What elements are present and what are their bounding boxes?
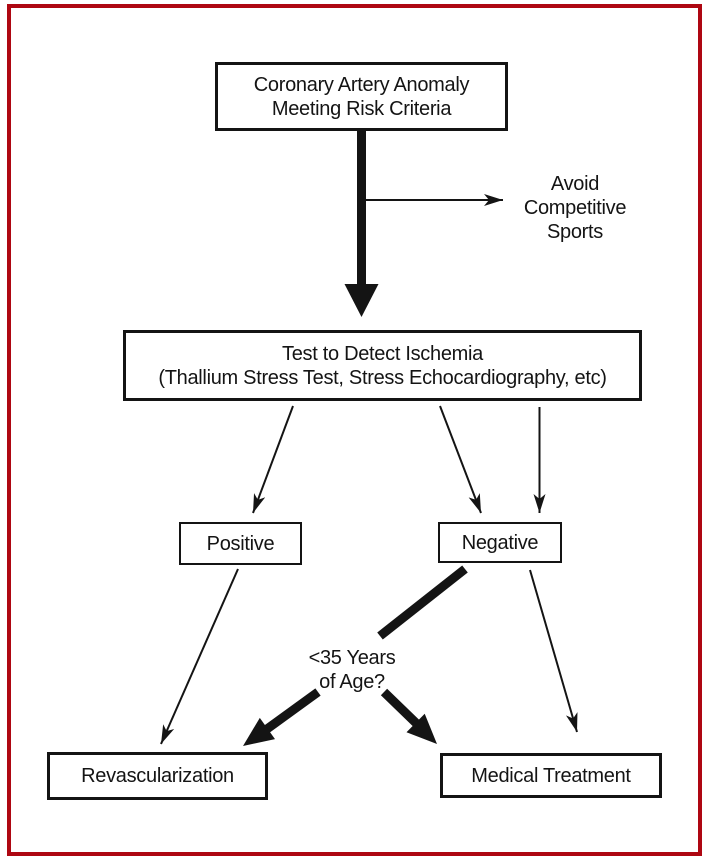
arrow-test-to-positive	[252, 405, 294, 514]
node-test-ischemia: Test to Detect Ischemia (Thallium Stress…	[123, 330, 642, 401]
avoid-line3: Sports	[546, 221, 603, 243]
node-revascularization: Revascularization	[47, 752, 268, 800]
age-line1: <35 Years	[308, 647, 396, 669]
arrow-test-to-negative-diagonal	[439, 405, 482, 514]
node-test-line2: (Thallium Stress Test, Stress Echocardio…	[158, 366, 607, 389]
node-positive-label: Positive	[206, 532, 275, 555]
node-medical-treatment: Medical Treatment	[440, 753, 662, 798]
node-test-line1: Test to Detect Ischemia	[282, 342, 483, 365]
label-avoid-competitive-sports: Avoid Competitive Sports	[515, 172, 635, 244]
arrowhead-age-to-revascularization	[243, 717, 275, 746]
node-risk-line2: Meeting Risk Criteria	[271, 97, 452, 120]
connector-negative-to-age	[377, 565, 468, 640]
arrow-negative-to-medical	[529, 569, 578, 733]
node-revascularization-label: Revascularization	[81, 765, 234, 787]
node-negative-label: Negative	[461, 531, 539, 554]
node-positive: Positive	[179, 522, 302, 565]
arrow-age-to-revascularization	[264, 688, 321, 733]
avoid-line1: Avoid	[550, 173, 600, 195]
node-negative: Negative	[438, 522, 562, 563]
avoid-line2: Competitive	[523, 197, 627, 219]
label-age-question: <35 Years of Age?	[292, 646, 412, 694]
arrowhead-age-to-medical	[406, 713, 437, 744]
arrowhead-risk-to-test	[344, 284, 379, 317]
age-line2: of Age?	[319, 671, 385, 693]
arrow-positive-to-revascularization	[160, 568, 239, 745]
node-risk-line1: Coronary Artery Anomaly	[253, 73, 470, 96]
node-risk-criteria: Coronary Artery Anomaly Meeting Risk Cri…	[215, 62, 508, 131]
arrow-age-to-medical	[380, 688, 420, 727]
node-medical-treatment-label: Medical Treatment	[471, 764, 631, 787]
